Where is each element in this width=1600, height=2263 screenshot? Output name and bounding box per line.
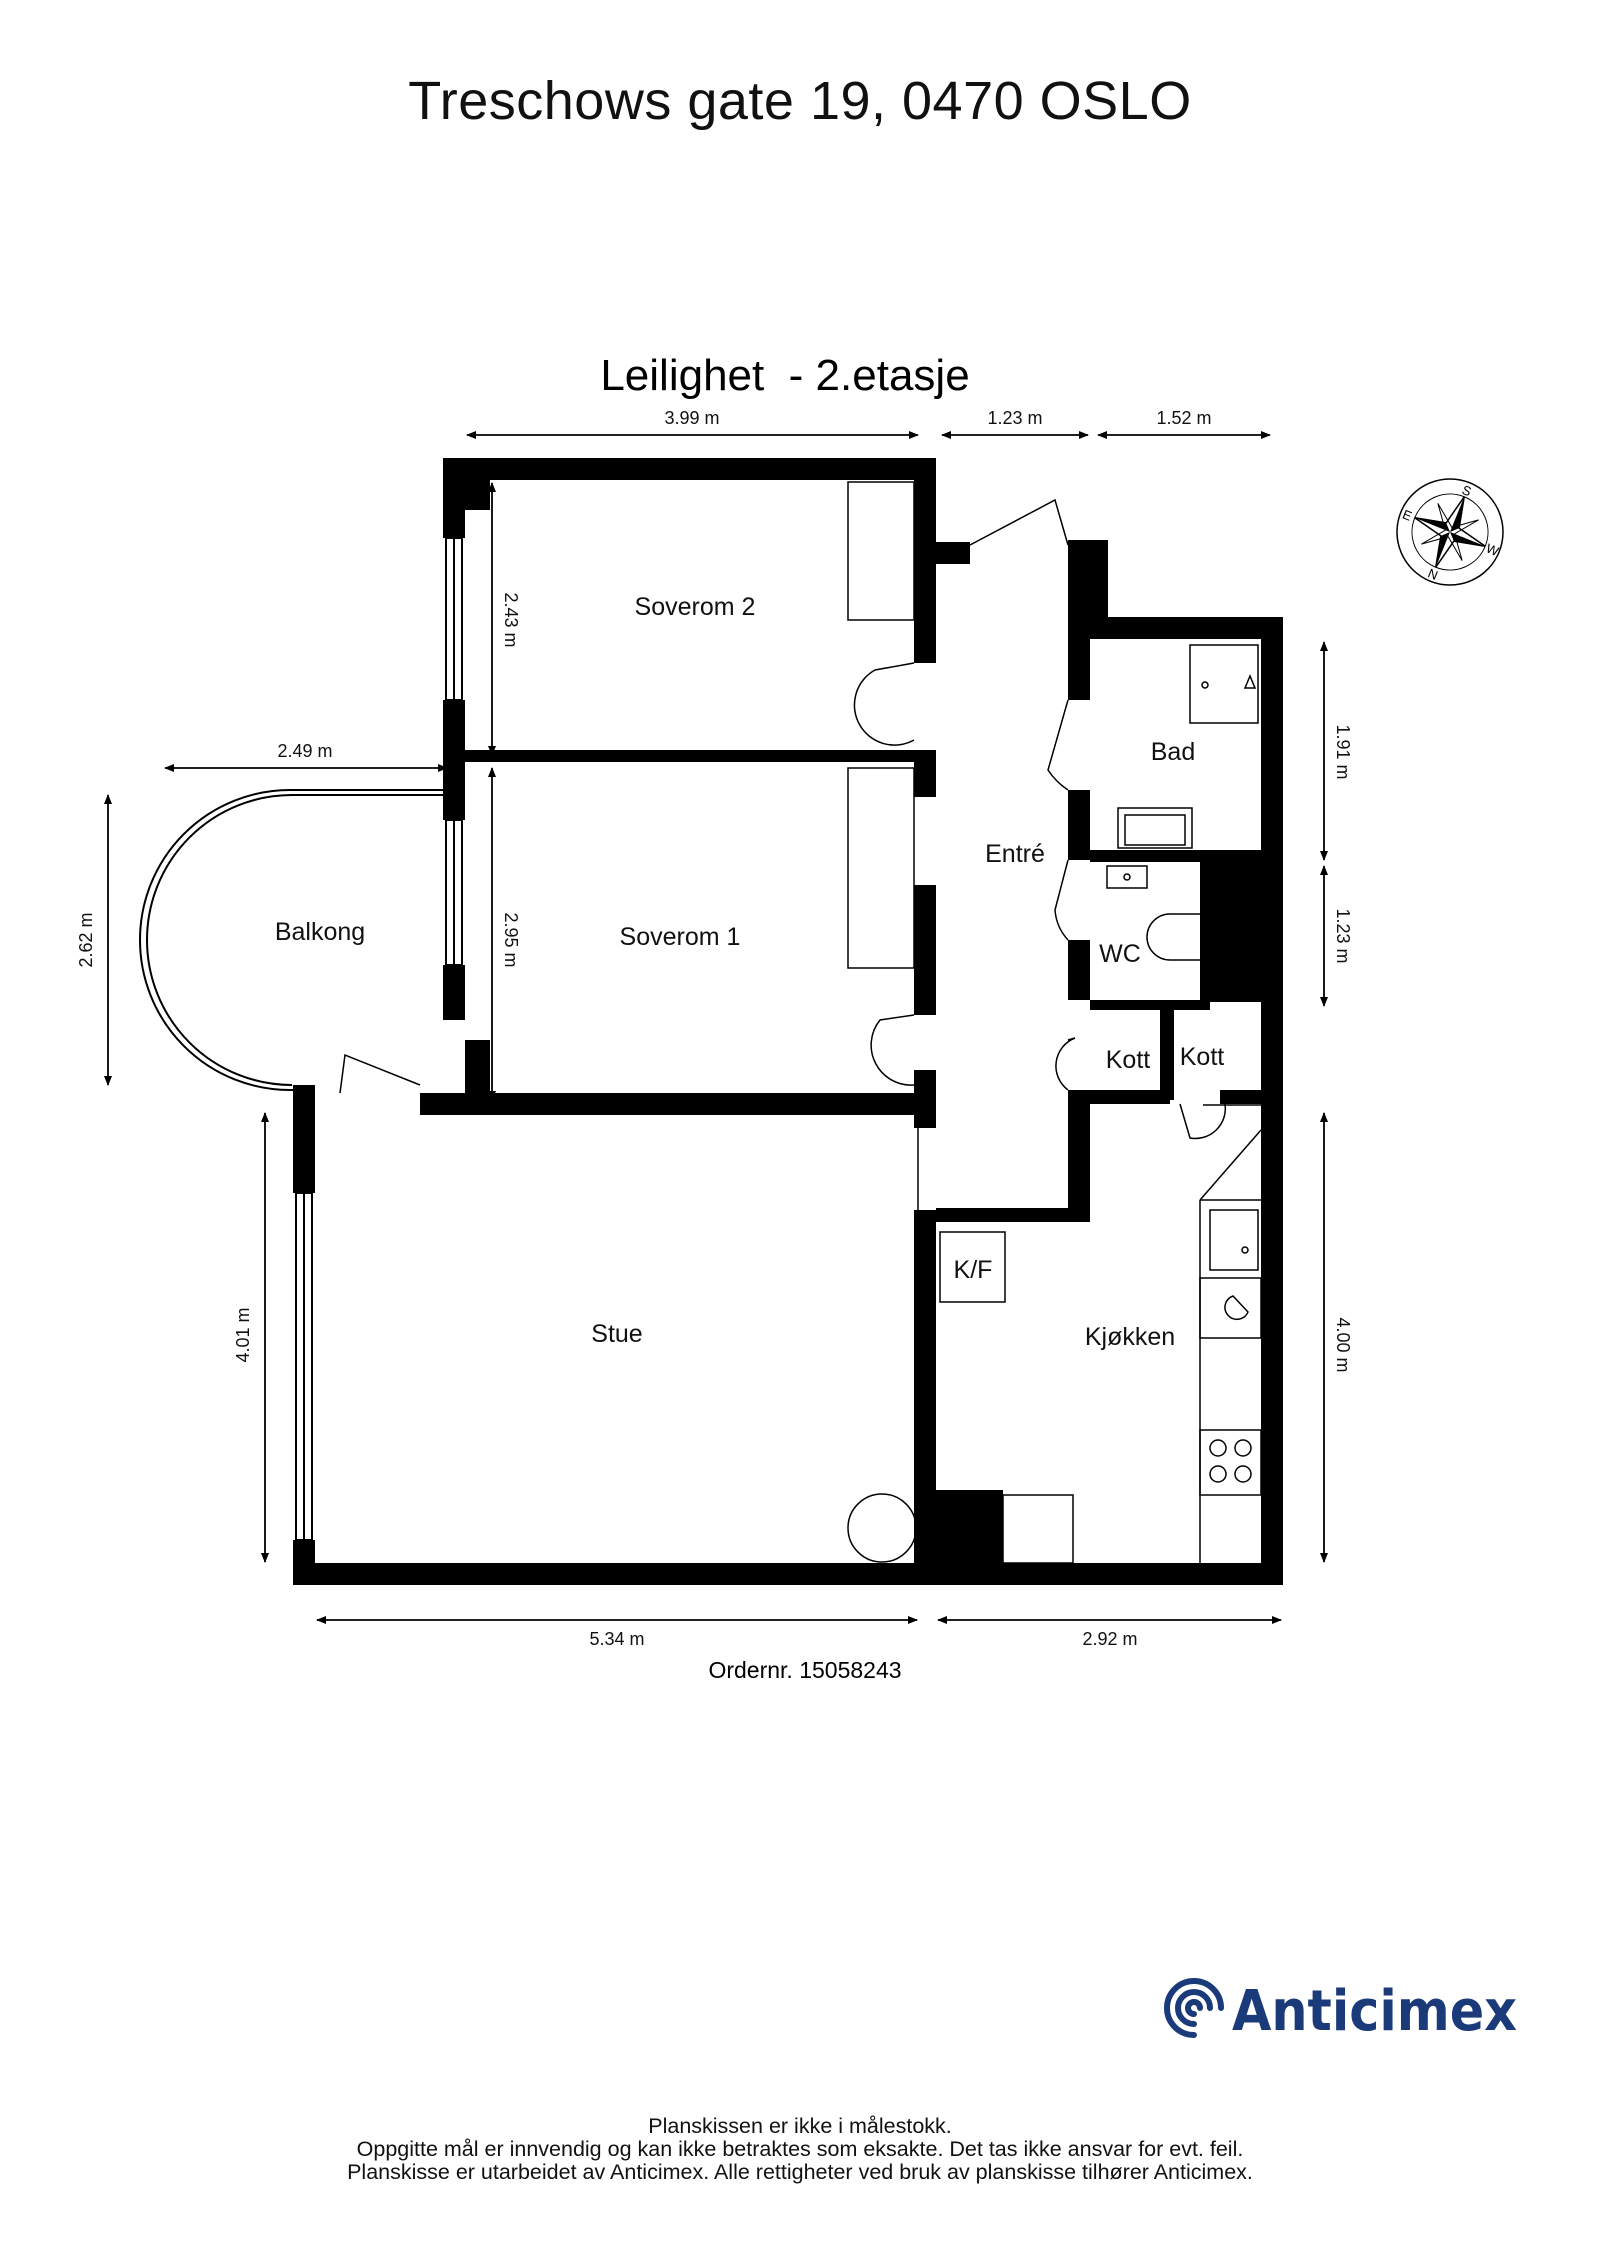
dim-soverom1-depth: 2.95 m: [501, 912, 521, 967]
dim-soverom2-depth: 2.43 m: [501, 592, 521, 647]
room-bad: Bad: [1151, 738, 1195, 766]
balcony: [139, 789, 443, 1091]
dim-stue-width: 5.34 m: [589, 1629, 644, 1649]
dim-balkong-width: 2.49 m: [277, 741, 332, 761]
room-balkong: Balkong: [275, 918, 365, 946]
dim-kjokken-depth: 4.00 m: [1333, 1317, 1353, 1372]
dim-top-bad: 1.52 m: [1156, 408, 1211, 428]
doors: [339, 498, 1227, 1140]
footer-line-3: Planskisse er utarbeidet av Anticimex. A…: [347, 2160, 1253, 2184]
compass-s: S: [1460, 482, 1474, 499]
dim-balkong-depth: 2.62 m: [76, 912, 96, 967]
dim-wc-depth: 1.23 m: [1333, 908, 1353, 963]
wardrobes: [847, 481, 915, 969]
room-kott-a: Kott: [1106, 1046, 1151, 1074]
room-entre: Entré: [985, 840, 1045, 868]
bathroom-fixtures: [1106, 644, 1259, 961]
room-soverom-2: Soverom 2: [635, 593, 756, 621]
footer-line-1: Planskissen er ikke i målestokk.: [648, 2114, 952, 2138]
dim-stue-depth: 4.01 m: [233, 1307, 253, 1362]
floor-title: Leilighet - 2.etasje: [600, 351, 969, 400]
anticimex-logo-text: Anticimex: [1232, 1979, 1517, 2044]
footer-line-2: Oppgitte mål er innvendig og kan ikke be…: [356, 2137, 1244, 2161]
room-kott-b: Kott: [1180, 1043, 1225, 1071]
compass-icon: S W N E: [1396, 478, 1504, 586]
room-kjokken: Kjøkken: [1085, 1323, 1175, 1351]
room-soverom-1: Soverom 1: [620, 923, 741, 951]
footer-disclaimer: Planskissen er ikke i målestokk. Oppgitt…: [0, 2115, 1600, 2184]
dim-top-soverom: 3.99 m: [664, 408, 719, 428]
anticimex-logo-icon: [1164, 1978, 1224, 2038]
address-title: Treschows gate 19, 0470 OSLO: [408, 71, 1192, 131]
room-stue: Stue: [591, 1320, 642, 1348]
anticimex-logo: Anticimex: [1164, 1978, 1517, 2044]
order-number: Ordernr. 15058243: [708, 1657, 901, 1683]
dim-kjokken-width: 2.92 m: [1082, 1629, 1137, 1649]
kitchen-fixtures: [939, 1129, 1262, 1564]
room-wc: WC: [1099, 940, 1141, 968]
walls: [293, 458, 1283, 1585]
dim-top-entre: 1.23 m: [987, 408, 1042, 428]
windows: [295, 537, 1204, 1582]
dim-bad-depth: 1.91 m: [1333, 724, 1353, 779]
round-table: [847, 1493, 917, 1563]
room-kf: K/F: [954, 1256, 993, 1284]
